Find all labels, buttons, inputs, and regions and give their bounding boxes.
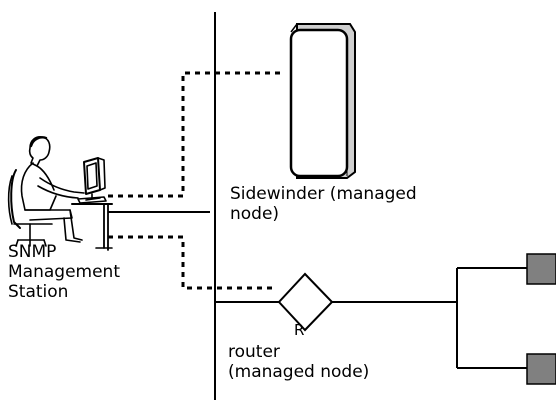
station-label: SNMP Management Station	[8, 242, 120, 302]
network-endpoint-icon	[527, 354, 556, 384]
snmp-path-sidewinder	[108, 73, 282, 196]
sidewinder-label: Sidewinder (managed node)	[230, 184, 417, 224]
person-at-computer-icon	[9, 137, 112, 250]
router-diamond-icon	[279, 274, 332, 330]
snmp-path-router	[108, 237, 272, 288]
router-symbol: R	[294, 322, 304, 338]
server-tower-icon	[291, 24, 355, 178]
network-endpoint-icon	[527, 254, 556, 284]
router-label: router (managed node)	[228, 342, 369, 382]
